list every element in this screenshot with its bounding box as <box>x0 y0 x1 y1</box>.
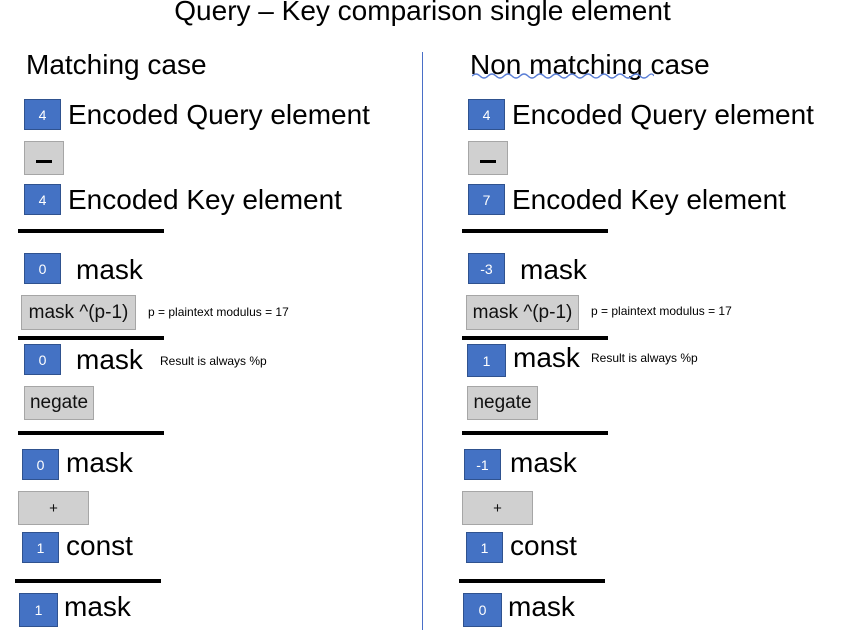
separator-line <box>18 229 164 233</box>
column-divider <box>422 52 423 630</box>
power-value-box: 0 <box>24 344 61 375</box>
key-value-box: 7 <box>468 184 505 215</box>
minus-icon <box>480 159 496 163</box>
query-label: Encoded Query element <box>512 99 814 130</box>
result-label: mask <box>64 591 131 622</box>
key-value-box: 4 <box>24 184 61 215</box>
spellcheck-underline-icon <box>472 73 654 79</box>
non-matching-case-column: Non matching case 4 Encoded Query elemen… <box>444 0 845 635</box>
query-label: Encoded Query element <box>68 99 370 130</box>
separator-line <box>462 431 608 435</box>
power-label: mask <box>76 344 143 375</box>
difference-label: mask <box>76 254 143 285</box>
separator-line <box>459 579 605 583</box>
difference-value-box: -3 <box>468 253 505 284</box>
separator-line <box>18 336 164 340</box>
minus-icon <box>36 159 52 163</box>
separator-line <box>462 336 608 340</box>
const-value-box: 1 <box>22 532 59 563</box>
difference-value-box: 0 <box>24 253 61 284</box>
negated-label: mask <box>66 447 133 478</box>
query-value-box: 4 <box>468 99 505 130</box>
add-operation-button: + <box>18 491 89 525</box>
subtract-button <box>24 141 64 175</box>
const-label: const <box>66 530 133 561</box>
negated-value-box: 0 <box>22 449 59 480</box>
negated-label: mask <box>510 447 577 478</box>
result-value-box: 1 <box>19 593 58 627</box>
key-label: Encoded Key element <box>68 184 342 215</box>
key-label: Encoded Key element <box>512 184 786 215</box>
negate-operation-button: negate <box>24 386 94 420</box>
separator-line <box>18 431 164 435</box>
const-label: const <box>510 530 577 561</box>
power-label: mask <box>513 342 580 373</box>
separator-line <box>15 579 161 583</box>
difference-label: mask <box>520 254 587 285</box>
const-value-box: 1 <box>466 532 503 563</box>
diagram-title: Query – Key comparison single element <box>174 0 671 26</box>
matching-case-heading: Matching case <box>26 49 207 80</box>
power-value-box: 1 <box>467 344 506 377</box>
separator-line <box>462 229 608 233</box>
result-value-box: 0 <box>463 593 502 627</box>
negate-operation-button: negate <box>467 386 538 420</box>
modulo-note: Result is always %p <box>591 351 698 365</box>
negated-value-box: -1 <box>464 449 501 480</box>
power-operation-button: mask ^(p-1) <box>21 295 136 330</box>
modulo-note: Result is always %p <box>160 354 267 368</box>
query-value-box: 4 <box>24 99 61 130</box>
result-label: mask <box>508 591 575 622</box>
modulus-note: p = plaintext modulus = 17 <box>591 304 732 318</box>
subtract-button <box>468 141 508 175</box>
matching-case-column: Matching case 4 Encoded Query element 4 … <box>0 0 420 635</box>
modulus-note: p = plaintext modulus = 17 <box>148 305 289 319</box>
add-operation-button: + <box>462 491 533 525</box>
power-operation-button: mask ^(p-1) <box>466 295 579 330</box>
